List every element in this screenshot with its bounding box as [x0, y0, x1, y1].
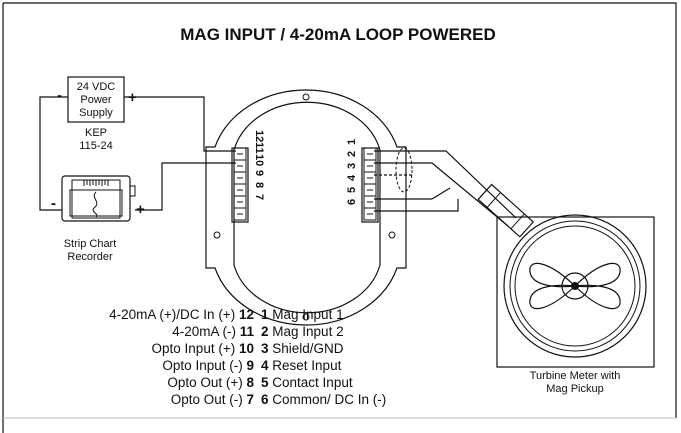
legend-left-6: Opto Out (-) 7 [171, 392, 254, 407]
turbine-label-2: Mag Pickup [546, 383, 603, 395]
wire-psu-plus-to-terminal-12 [124, 96, 236, 152]
left-block-label-9: 9 [253, 170, 265, 176]
turbine-rotor [529, 262, 621, 310]
terminal-legend: 4-20mA (+)/DC In (+) 12 4-20mA (-) 11 Op… [109, 307, 386, 407]
right-block-label-5: 5 [346, 187, 358, 193]
legend-left-4: Opto Input (-) 9 [162, 358, 254, 373]
turbine-label-1: Turbine Meter with [530, 370, 621, 382]
legend-right-3: 3 Shield/GND [261, 341, 344, 356]
right-block-label-1: 1 [346, 139, 358, 145]
turbine-ring-middle [509, 220, 641, 352]
terminal-block-left: 12 11 10 9 8 7 [231, 130, 265, 223]
right-terminal-screw [363, 207, 377, 221]
legend-left-2: 4-20mA (-) 11 [172, 324, 254, 339]
right-block-label-2: 2 [346, 151, 358, 157]
recorder-label-2: Recorder [67, 251, 113, 263]
recorder-minus: - [51, 195, 56, 212]
terminal-block-right: 1 2 3 4 5 6 [346, 139, 379, 223]
frame-top-right [3, 2, 677, 418]
power-supply-minus: - [57, 87, 62, 104]
indicator-enclosure [205, 89, 407, 326]
diagram-title: MAG INPUT / 4-20mA LOOP POWERED [180, 25, 496, 44]
turbine-ring-inner [514, 225, 636, 347]
left-block-label-12: 12 [253, 130, 265, 142]
legend-right-5: 5 Contact Input [261, 375, 353, 390]
wire-psu-minus-to-recorder-minus [39, 96, 68, 211]
left-block-label-8: 8 [253, 182, 265, 188]
legend-left-1: 4-20mA (+)/DC In (+) 12 [109, 307, 254, 322]
wire-recorder-plus-to-terminal-11 [135, 162, 236, 211]
recorder-chart [69, 189, 123, 217]
recorder-body [61, 175, 131, 222]
power-supply-box [67, 76, 125, 123]
left-block-label-7: 7 [253, 194, 265, 200]
enclosure-inner-opening [233, 101, 381, 314]
wire-terminal-6 [374, 199, 459, 212]
power-supply-line-1: 24 VDC [77, 81, 116, 93]
mounting-hole-left [213, 231, 221, 239]
turbine-ring-outer [503, 214, 647, 358]
legend-right-1: 1 Mag Input 1 [261, 307, 344, 322]
turbine-housing [496, 216, 655, 368]
power-supply-model-1: KEP [85, 127, 107, 139]
left-terminal-screw [233, 207, 247, 221]
right-block-label-3: 3 [346, 163, 358, 169]
shield-marker [395, 147, 413, 193]
left-block-label-10: 10 [253, 154, 265, 166]
power-supply: 24 VDC Power Supply - + KEP 115-24 [57, 76, 137, 152]
right-block-label-6: 6 [346, 199, 358, 205]
mounting-hole-bottom [302, 313, 310, 321]
legend-left-5: Opto Out (+) 8 [167, 375, 254, 390]
recorder-knob [129, 185, 136, 197]
wiring [39, 96, 517, 227]
mounting-hole-top [302, 93, 310, 101]
legend-left-3: Opto Input (+) 10 [152, 341, 254, 356]
contact-switch [431, 187, 451, 200]
wire-terminal-1-to-pickup [374, 150, 517, 219]
right-block-label-4: 4 [346, 174, 358, 181]
recorder-trace [92, 191, 98, 218]
power-supply-line-2: Power [80, 94, 112, 106]
wire-terminal-2-to-pickup [374, 162, 509, 227]
recorder-label-1: Strip Chart [64, 238, 117, 250]
power-supply-line-3: Supply [79, 107, 113, 119]
mounting-hole-right [388, 231, 396, 239]
legend-right-2: 2 Mag Input 2 [261, 324, 344, 339]
enclosure-outline [205, 89, 407, 326]
legend-right-4: 4 Reset Input [261, 358, 342, 373]
turbine-meter: Turbine Meter with Mag Pickup [477, 183, 655, 395]
mag-pickup [477, 183, 535, 238]
left-block-label-11: 11 [253, 142, 265, 154]
power-supply-model-2: 115-24 [79, 140, 112, 152]
recorder-scale [83, 180, 109, 186]
legend-right-6: 6 Common/ DC In (-) [261, 392, 386, 407]
strip-chart-recorder: - + Strip Chart Recorder [51, 175, 145, 263]
